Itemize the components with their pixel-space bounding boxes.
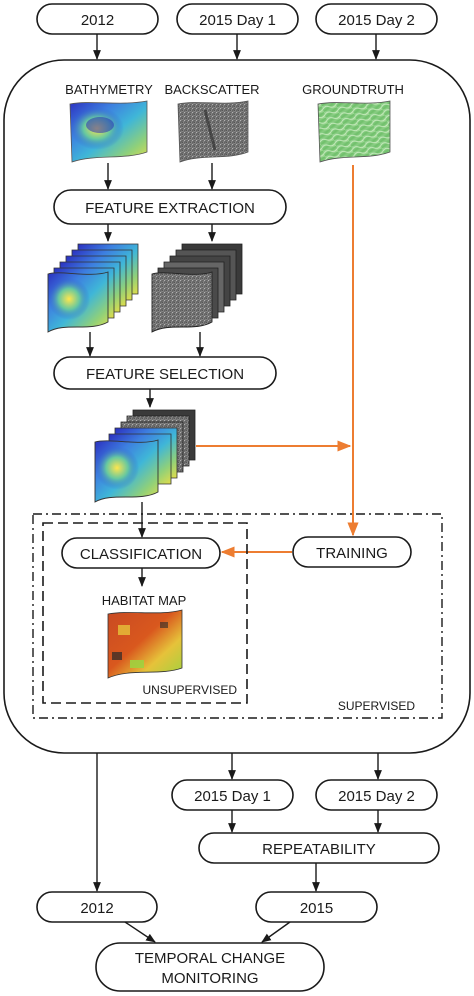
input-2015-day1-label: 2015 Day 1: [199, 12, 276, 29]
input-2015-day1-node: 2015 Day 1: [176, 3, 299, 35]
habitat-map-image: [107, 609, 183, 679]
habitat-map-label: HABITAT MAP: [102, 593, 187, 608]
classification-node: CLASSIFICATION: [61, 537, 221, 569]
output-2015-day1-label: 2015 Day 1: [194, 788, 271, 805]
backscatter-image: [177, 100, 249, 163]
groundtruth-label: GROUNDTRUTH: [302, 82, 404, 97]
training-node: TRAINING: [292, 536, 412, 568]
bathymetry-feature-stack: [47, 243, 139, 333]
backscatter-feature-stack: [151, 243, 243, 333]
unsupervised-label: UNSUPERVISED: [143, 683, 238, 697]
groundtruth-image: [317, 100, 391, 163]
input-2015-day2-node: 2015 Day 2: [315, 3, 438, 35]
unsupervised-frame: [42, 522, 248, 704]
backscatter-label: BACKSCATTER: [164, 82, 259, 97]
bathymetry-label: BATHYMETRY: [65, 82, 153, 97]
output-2012-label: 2012: [80, 900, 113, 917]
temporal-change-node: TEMPORAL CHANGE MONITORING: [95, 942, 325, 992]
processing-container: [3, 59, 471, 754]
input-2012-label: 2012: [81, 12, 114, 29]
bathymetry-image: [69, 100, 148, 163]
arrow-2015-to-temporal: [261, 921, 291, 943]
temporal-change-label-line2: MONITORING: [161, 970, 258, 987]
arrow-2012-to-temporal: [124, 921, 156, 943]
feature-extraction-node: FEATURE EXTRACTION: [53, 189, 287, 225]
output-2015-day2-label: 2015 Day 2: [338, 788, 415, 805]
feature-selection-label: FEATURE SELECTION: [86, 366, 244, 383]
selected-feature-stack: [94, 409, 196, 503]
input-2015-day2-label: 2015 Day 2: [338, 12, 415, 29]
feature-extraction-label: FEATURE EXTRACTION: [85, 200, 255, 217]
repeatability-node: REPEATABILITY: [198, 832, 440, 864]
input-2012-node: 2012: [36, 3, 159, 35]
output-2015-label: 2015: [300, 900, 333, 917]
classification-label: CLASSIFICATION: [80, 546, 202, 563]
output-2015-node: 2015: [255, 891, 378, 923]
output-2015-day1-node: 2015 Day 1: [171, 779, 294, 811]
training-label: TRAINING: [316, 545, 388, 562]
repeatability-label: REPEATABILITY: [262, 841, 376, 858]
supervised-frame: [32, 513, 443, 719]
temporal-change-label-line1: TEMPORAL CHANGE: [135, 950, 285, 967]
output-2015-day2-node: 2015 Day 2: [315, 779, 438, 811]
output-2012-node: 2012: [36, 891, 158, 923]
supervised-label: SUPERVISED: [338, 699, 415, 713]
feature-selection-node: FEATURE SELECTION: [53, 356, 277, 390]
